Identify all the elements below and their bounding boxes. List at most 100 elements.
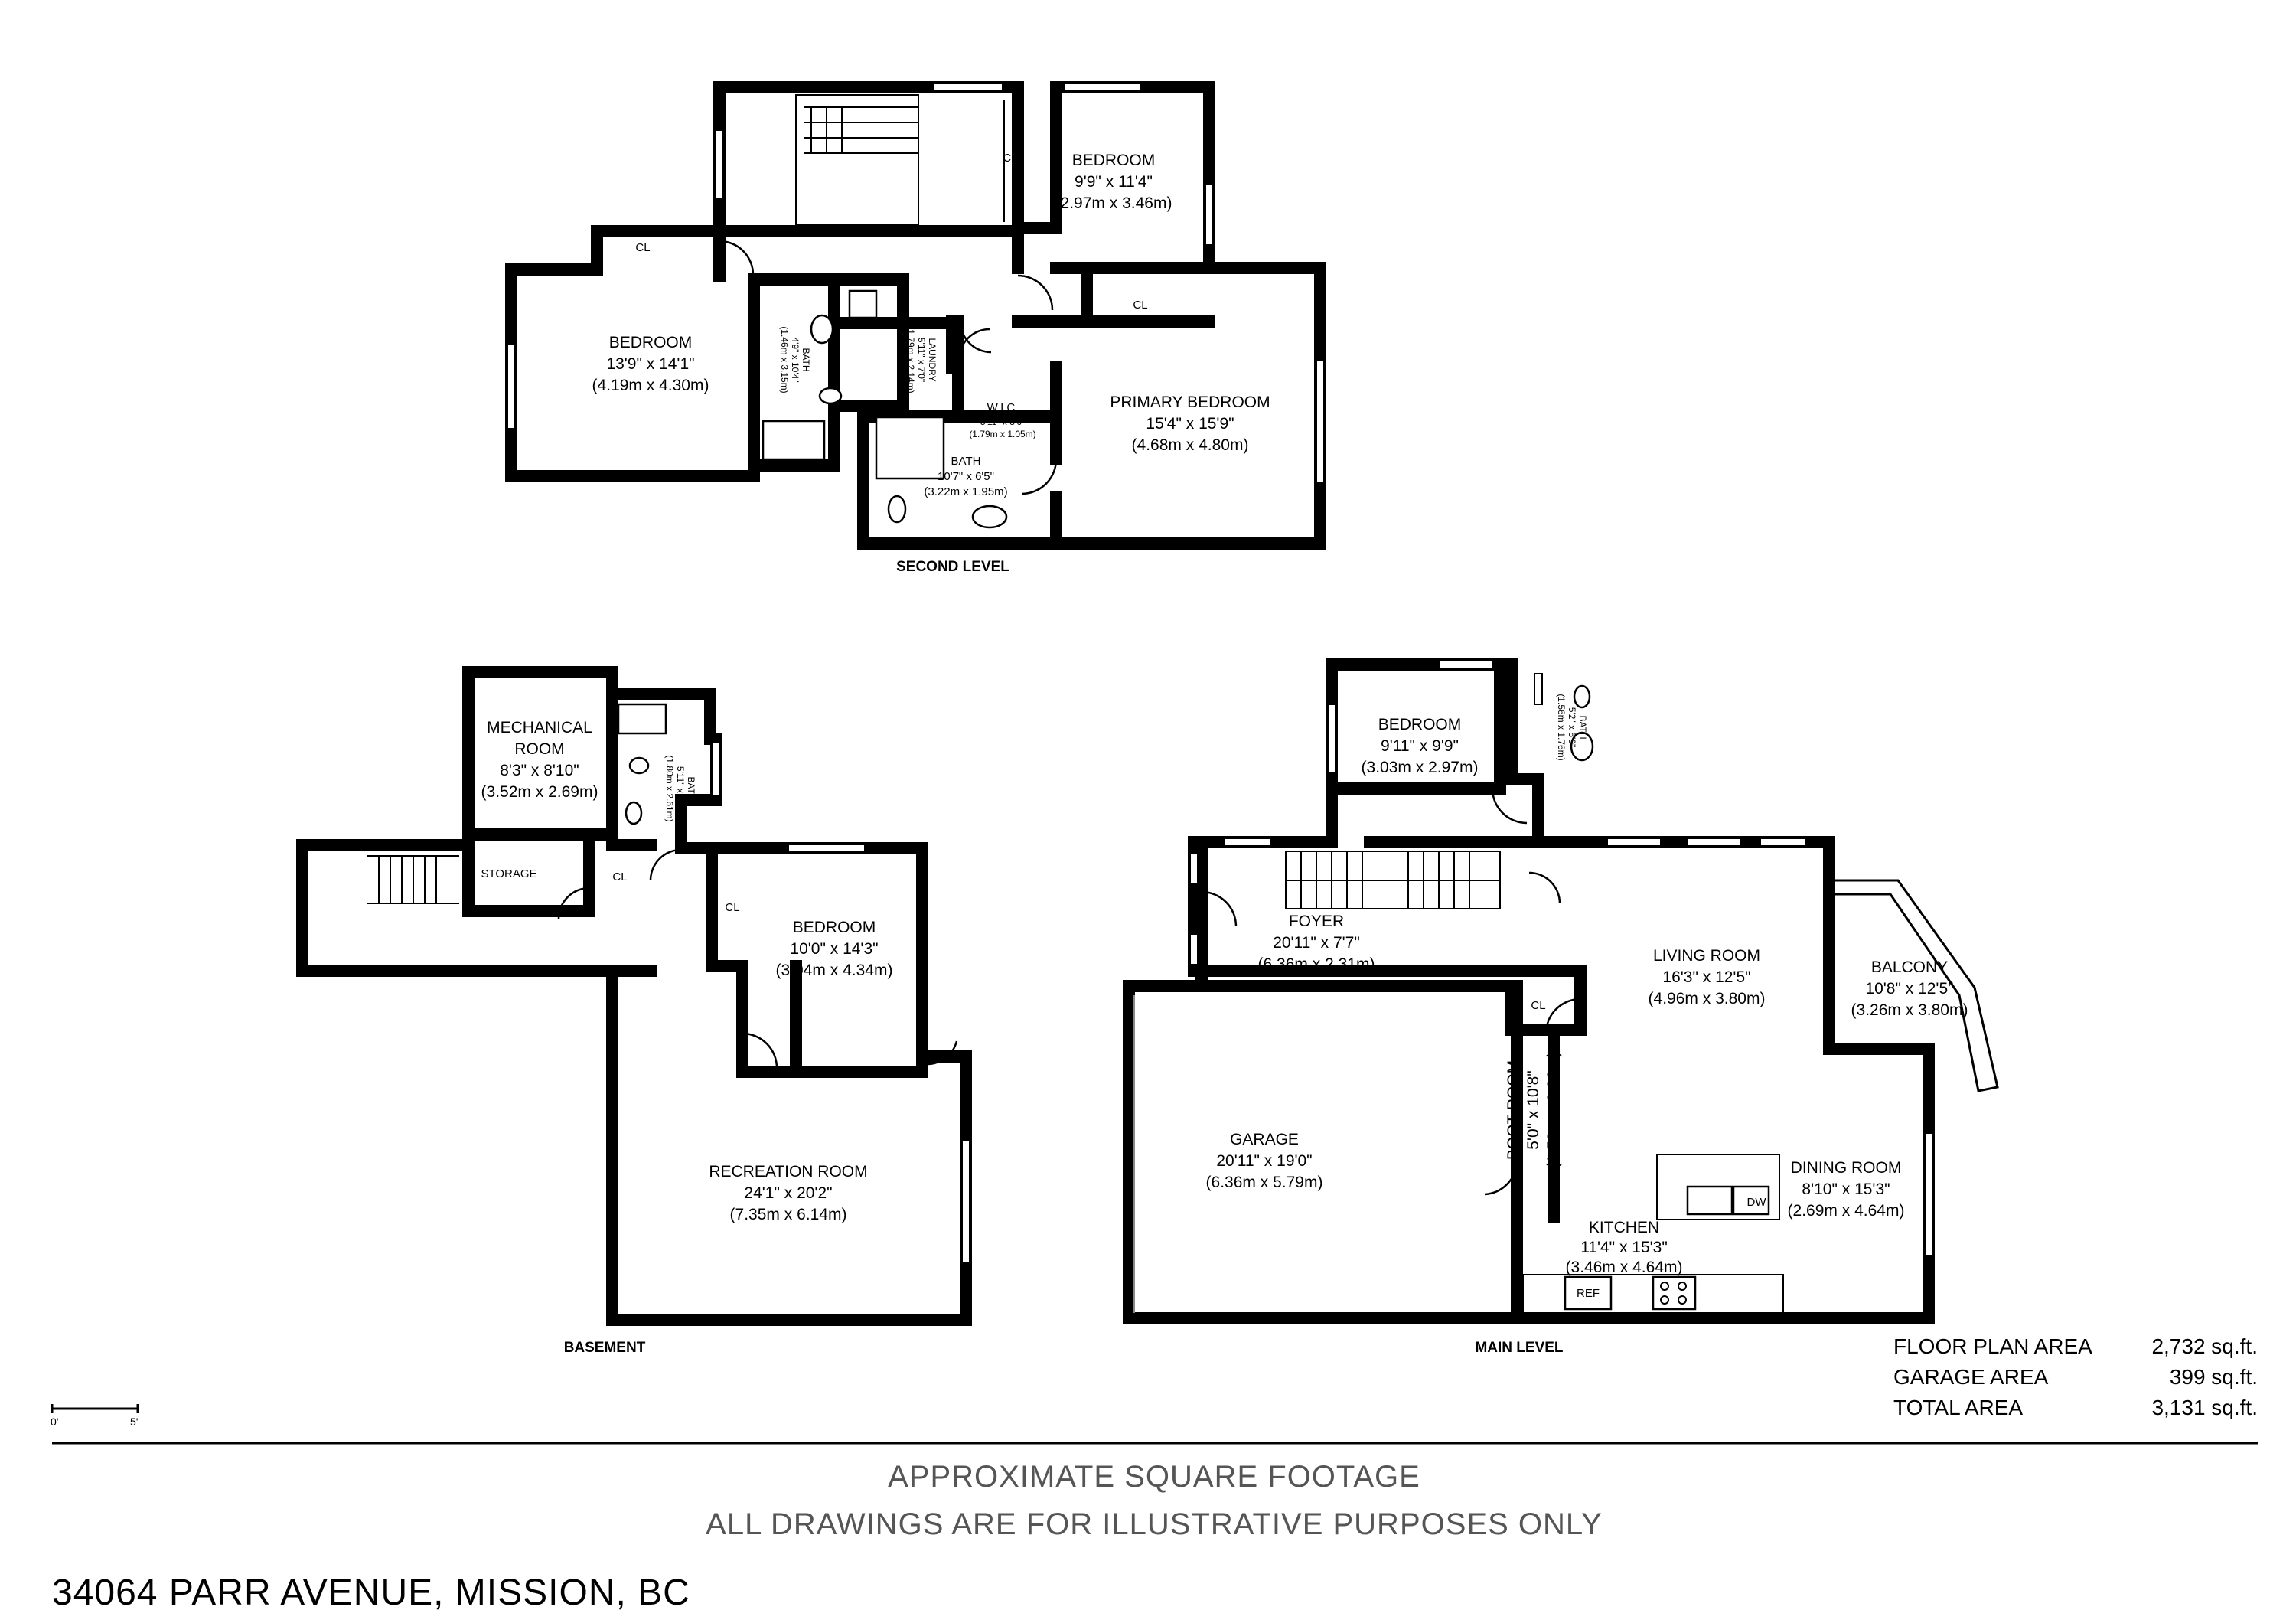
stove [1652,1275,1697,1311]
window [1760,838,1807,847]
second-bedroom-ne-name: BEDROOM [1072,152,1156,169]
window [1534,673,1543,705]
main-level-exterior-wall [1123,658,1935,1324]
wic-name: W.I.C. [987,401,1019,414]
sink [810,314,834,345]
window [1924,1132,1933,1256]
living-dim: 16'3" x 12'5" [1662,968,1750,986]
dining-name: DINING ROOM [1791,1159,1902,1177]
balcony-dim: 10'8" x 12'5" [1865,980,1953,998]
kitchen-name: KITCHEN [1589,1219,1659,1236]
basement-bath-label-group: BATH 5'11" x 8'7" (1.80m x 2.61m) [664,755,696,821]
dishwasher [1732,1185,1770,1216]
wic-metric: (1.79m x 1.05m) [969,429,1035,439]
property-address: 34064 PARR AVENUE, MISSION, BC [52,1572,690,1613]
garage-area-value: 399 sq.ft. [2170,1365,2258,1389]
second-bath-metric: (1.46m x 3.15m) [779,326,790,393]
second-bath-name: BATH [801,348,811,371]
main-bedroom-metric: (3.03m x 2.97m) [1362,759,1479,776]
second-level-stairs [804,106,918,154]
main-bath-dim: 5'2" x 5'9" [1567,707,1577,747]
basement-plan: MECHANICAL ROOM 8'3" x 8'10" (3.52m x 2.… [296,666,972,1356]
total-area-value: 3,131 sq.ft. [2151,1396,2258,1419]
dishwasher-label: DW [1747,1196,1767,1209]
laundry-name: LAUNDRY [927,338,938,381]
closet-label: CL [1531,999,1545,1012]
primary-bedroom-metric: (4.68m x 4.80m) [1132,436,1249,454]
second-level-plan: BEDROOM 9'9" x 11'4" (2.97m x 3.46m) CL … [505,81,1326,575]
laundry-metric: (1.79m x 2.14m) [905,326,916,393]
closet-label: CL [635,241,650,254]
bathtub [617,703,667,735]
main-bedroom-name: BEDROOM [1378,716,1462,733]
area-summary: FLOOR PLAN AREA 2,732 sq.ft. GARAGE AREA… [1893,1334,2258,1419]
kitchen-sink [1686,1185,1733,1216]
foyer-metric: (6.36m x 2.31m) [1258,955,1375,973]
second-bedroom-ne-metric: (2.97m x 3.46m) [1055,194,1172,212]
window [1063,83,1141,92]
sink [1570,731,1594,762]
wic-dim: 5'11" x 3'6" [980,416,1025,427]
second-bedroom-w-metric: (4.19m x 4.30m) [592,377,709,394]
basement-bedroom-metric: (3.04m x 4.34m) [776,962,893,979]
boot-room-dim: 5'0" x 10'8" [1525,1070,1542,1150]
refrigerator [1564,1275,1613,1311]
primary-bedroom-name: PRIMARY BEDROOM [1110,394,1270,411]
garage-area-label: GARAGE AREA [1893,1365,2049,1389]
laundry-label-group: LAUNDRY 5'11" x 7'0" (1.79m x 2.14m) [905,326,938,393]
footer-line-2: ALL DRAWINGS ARE FOR ILLUSTRATIVE PURPOS… [706,1507,1603,1541]
bathtub [762,420,826,461]
kitchen-dim: 11'4" x 15'3" [1580,1239,1668,1256]
storage-label: STORAGE [481,867,536,880]
main-level-label: MAIN LEVEL [1475,1340,1563,1356]
total-area-label: TOTAL AREA [1893,1396,2023,1419]
sink [625,801,643,825]
scale-bar: 0' 5' [51,1404,139,1428]
window [507,344,516,429]
basement-label: BASEMENT [564,1340,646,1356]
recreation-name: RECREATION ROOM [709,1163,867,1181]
window [1316,359,1325,483]
balcony-railing [1829,879,1999,1092]
closet-label: CL [612,870,627,883]
scale-start: 0' [51,1416,58,1428]
second-bedroom-w-name: BEDROOM [609,334,693,351]
boot-room-metric: (1.52m x 3.26m) [1544,1052,1562,1169]
window [1189,853,1199,885]
ensuite-metric: (3.22m x 1.95m) [924,485,1007,498]
washer [848,289,878,319]
main-level-stairs [1285,851,1501,909]
mechanical-dim: 8'3" x 8'10" [500,762,579,779]
dining-metric: (2.69m x 4.64m) [1788,1202,1905,1220]
closet-label: CL [1003,152,1017,165]
toilet [1573,684,1591,709]
basement-bedroom-name: BEDROOM [793,919,876,936]
basement-bedroom-dim: 10'0" x 14'3" [790,940,878,958]
garage-name: GARAGE [1230,1131,1299,1148]
mechanical-metric: (3.52m x 2.69m) [481,783,598,801]
second-bath-dim: 4'9" x 10'4" [790,337,801,382]
boot-room-name: BOOT ROOM [1505,1060,1522,1160]
window [1606,838,1662,847]
main-bath-metric: (1.56m x 1.76m) [1556,694,1567,760]
scale-end: 5' [130,1416,138,1428]
window [1205,183,1214,246]
window [1224,838,1271,847]
garage-dim: 20'11" x 19'0" [1216,1152,1312,1170]
foyer-dim: 20'11" x 7'7" [1273,934,1360,952]
shower [875,416,945,480]
window [788,844,866,853]
second-bath-label-group: BATH 4'9" x 10'4" (1.46m x 3.15m) [779,326,811,393]
balcony-name: BALCONY [1871,958,1948,976]
foyer-name: FOYER [1289,913,1344,930]
kitchen-metric: (3.46m x 4.64m) [1566,1259,1683,1276]
ensuite-name: BATH [951,455,981,468]
main-level-west-wall [1188,836,1208,977]
window [1327,704,1336,774]
basement-bath-metric: (1.80m x 2.61m) [664,755,675,821]
kitchen-island [1656,1154,1780,1220]
closet-label: CL [725,901,739,914]
refrigerator-label: REF [1577,1287,1600,1300]
main-level-plan: BEDROOM 9'11" x 9'9" (3.03m x 2.97m) BAT… [1123,658,1999,1356]
window [961,1140,970,1264]
